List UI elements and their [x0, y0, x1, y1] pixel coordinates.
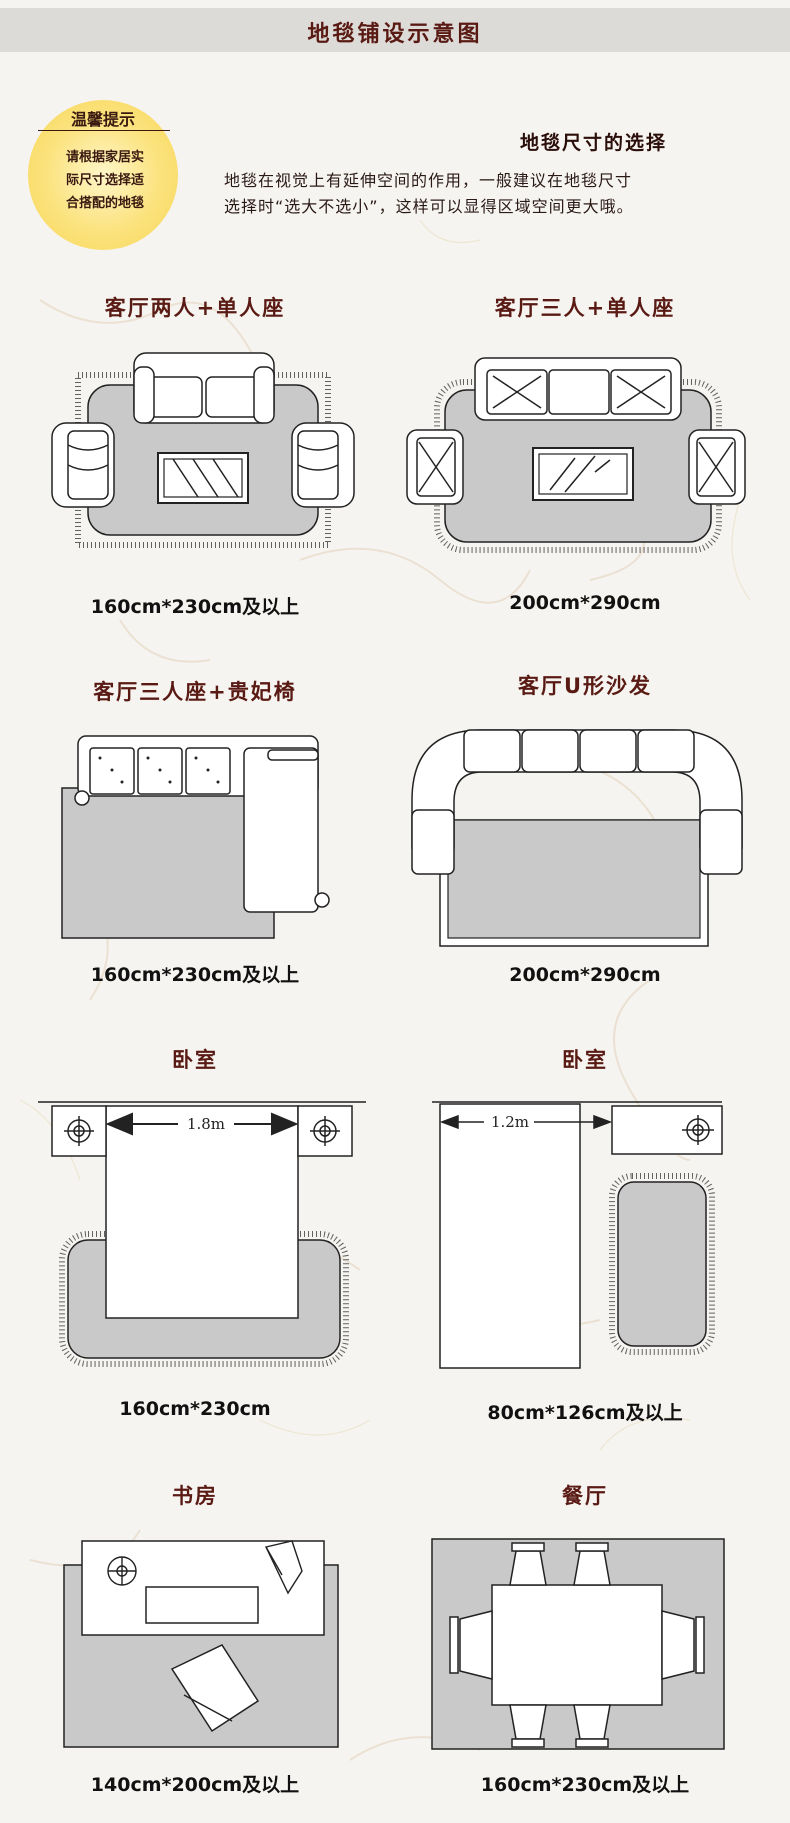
- tip-line: 合搭配的地毯: [65, 196, 144, 211]
- bed: [105, 1105, 299, 1319]
- armchair-right: [688, 429, 746, 505]
- layout-label-bedroom-large: 卧室: [172, 1048, 218, 1072]
- diagram-bedroom-large: 1.8m: [38, 1101, 366, 1367]
- diagram-living-u-sofa: [411, 729, 743, 947]
- tip-line: 请根据家居实: [65, 150, 144, 165]
- size-dining: 160cm*230cm及以上: [480, 1774, 690, 1796]
- size-study: 140cm*200cm及以上: [90, 1774, 300, 1796]
- size-living-3plus1: 200cm*290cm: [509, 592, 661, 614]
- diagram-living-2plus1: [51, 352, 355, 548]
- book: [264, 1540, 303, 1595]
- diagram-dining: [431, 1538, 725, 1750]
- bed-width-arrow: [105, 1112, 299, 1136]
- layout-label-bedroom-small: 卧室: [562, 1048, 608, 1072]
- desk-lamp: [107, 1556, 137, 1586]
- armchair-right: [291, 422, 355, 508]
- tip-divider: [38, 130, 170, 131]
- diagram-living-chaise: [61, 735, 330, 939]
- layout-label-living-2plus1: 客厅两人+单人座: [104, 296, 286, 320]
- nightstand-left: [51, 1105, 107, 1157]
- size-bedroom-small: 80cm*126cm及以上: [487, 1402, 683, 1424]
- desk-chair: [170, 1644, 260, 1733]
- u-sofa: [411, 729, 743, 875]
- rug: [617, 1181, 707, 1347]
- size-bedroom-large: 160cm*230cm: [119, 1398, 271, 1420]
- layout-label-living-3plus1: 客厅三人+单人座: [494, 296, 676, 320]
- diagram-living-3plus1: [406, 357, 746, 553]
- size-living-2plus1: 160cm*230cm及以上: [90, 596, 300, 618]
- intro-title: 地毯尺寸的选择: [520, 132, 668, 154]
- bed-width-label: 1.8m: [187, 1115, 225, 1133]
- nightstand: [611, 1105, 723, 1155]
- coffee-table: [532, 447, 634, 501]
- rug: [61, 787, 275, 939]
- diagram-bedroom-small: 1.2m: [432, 1101, 723, 1369]
- armchair-left: [406, 429, 464, 505]
- tip-body: 请根据家居实 际尺寸选择适 合搭配的地毯: [36, 146, 174, 215]
- layout-label-dining: 餐厅: [562, 1484, 608, 1508]
- tip-badge: [28, 100, 178, 250]
- intro-text-line: 地毯在视觉上有延伸空间的作用，一般建议在地毯尺寸: [224, 171, 633, 190]
- page-title: 地毯铺设示意图: [307, 22, 483, 47]
- bed: [439, 1103, 581, 1369]
- diagram-study: [63, 1540, 339, 1748]
- armchair-left: [51, 422, 115, 508]
- nightstand-right: [297, 1105, 353, 1157]
- intro-text: 地毯在视觉上有延伸空间的作用，一般建议在地毯尺寸 选择时“选大不选小”，这样可以…: [224, 168, 764, 220]
- intro-text-line: 选择时“选大不选小”，这样可以显得区域空间更大哦。: [224, 197, 634, 216]
- layout-label-living-u-sofa: 客厅U形沙发: [517, 674, 653, 698]
- dining-table: [491, 1584, 663, 1706]
- tip-line: 际尺寸选择适: [65, 173, 144, 188]
- size-living-u-sofa: 200cm*290cm: [509, 964, 661, 986]
- three-seat-sofa: [474, 357, 682, 421]
- size-living-chaise: 160cm*230cm及以上: [90, 964, 300, 986]
- bed-width-label: 1.2m: [491, 1113, 529, 1131]
- two-seat-sofa: [133, 352, 275, 424]
- tip-title: 温馨提示: [70, 110, 135, 129]
- coffee-table: [157, 452, 249, 504]
- dining-chairs: [449, 1542, 705, 1748]
- rug: [447, 819, 701, 939]
- sectional-sofa: [74, 735, 330, 913]
- header-bar: 地毯铺设示意图: [0, 8, 790, 52]
- layout-label-living-chaise: 客厅三人座+贵妃椅: [93, 680, 297, 704]
- layout-label-study: 书房: [172, 1484, 218, 1508]
